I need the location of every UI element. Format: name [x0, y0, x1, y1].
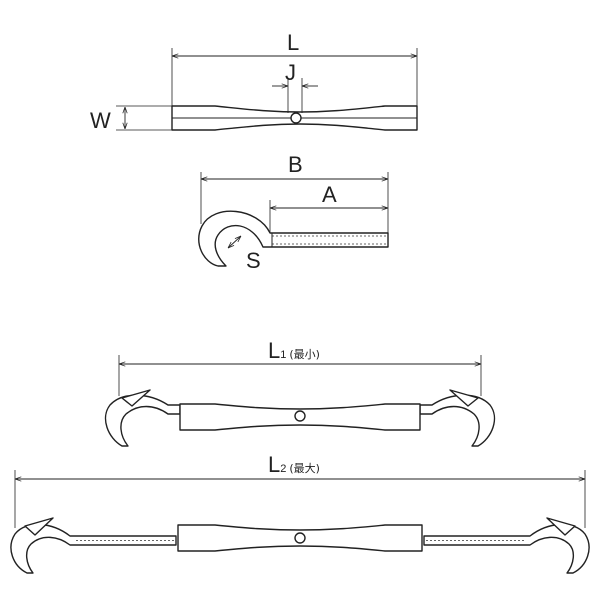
s-label: S: [246, 248, 261, 273]
b-label: B: [288, 152, 303, 177]
s-dimension-line: [228, 236, 241, 248]
hook-view: S B A: [198, 152, 389, 273]
body-hole: [290, 112, 302, 124]
min-right-hook-tip: [449, 389, 479, 407]
j-label: J: [285, 60, 296, 85]
a-label: A: [322, 182, 337, 207]
min-right-hook: [419, 394, 496, 447]
assembly-max-view: L2(最大): [10, 452, 590, 574]
min-left-hook: [104, 394, 181, 447]
min-left-hook-tip: [121, 389, 151, 407]
assembly-min-view: L1(最小): [104, 338, 496, 447]
l-label: L: [287, 30, 299, 55]
w-label: W: [90, 108, 111, 133]
l1-label: L1(最小): [268, 338, 320, 363]
max-left-hook-tip: [24, 517, 54, 536]
body-view: J L W: [90, 30, 418, 133]
min-body-hole: [294, 410, 306, 422]
l2-label: L2(最大): [268, 452, 320, 477]
max-body-hole: [294, 532, 306, 544]
max-right-hook-tip: [546, 517, 576, 536]
hook-outline: [198, 210, 389, 267]
